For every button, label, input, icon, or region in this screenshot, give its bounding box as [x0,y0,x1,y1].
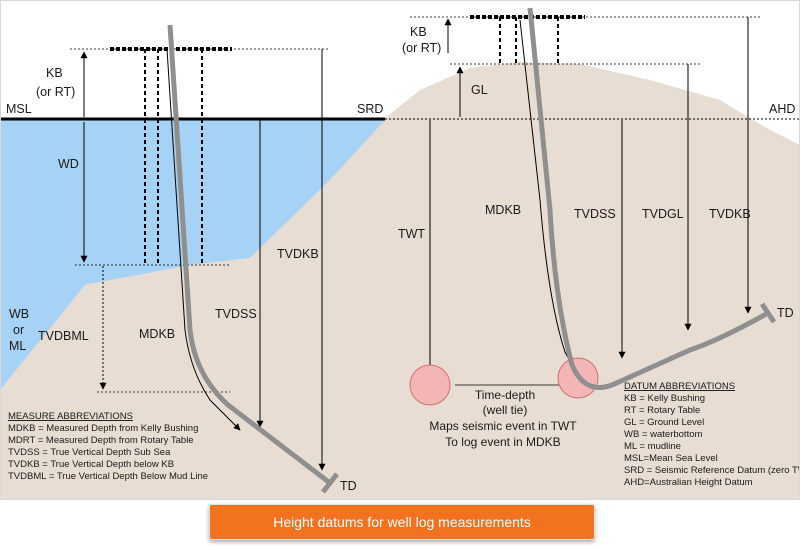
right-arrows [426,17,752,388]
datum-abbr-item: KB = Kelly Bushing [624,393,705,404]
datum-abbr-item: AHD=Australian Height Datum [624,477,753,488]
time-depth-title: Time-depth [475,388,535,402]
ahd-label: AHD [769,102,795,116]
datum-abbreviations-legend: DATUM ABBREVIATIONS KB = Kelly Bushing R… [624,381,800,488]
kb-left-label: KB [46,66,63,80]
measure-abbr-title: MEASURE ABBREVIATIONS [8,411,133,422]
measure-abbr-item: TVDSS = True Vertical Depth Sub Sea [8,447,171,458]
tvdss-right-label: TVDSS [574,207,616,221]
sea-water [0,120,385,390]
time-depth-line-4: To log event in MDKB [445,435,560,449]
measure-abbr-item: TVDKB = True Vertical Depth below KB [8,459,174,470]
left-arrows [80,48,326,471]
ground-area [0,62,800,500]
td-right-label: TD [777,306,794,320]
mdkb-right-label: MDKB [485,203,521,217]
wd-label: WD [58,157,79,171]
right-well-path [527,7,770,390]
datum-abbr-item: MSL=Mean Sea Level [624,453,718,464]
time-depth-line-3: Maps seismic event in TWT [429,419,577,433]
gl-label: GL [471,83,488,97]
datum-abbr-item: GL = Ground Level [624,417,704,428]
datum-abbr-item: SRD = Seismic Reference Datum (zero TWT) [624,465,800,476]
rt-right-label: (or RT) [402,41,441,55]
datum-abbr-item: WB = waterbottom [624,429,702,440]
reference-lines [70,16,760,393]
tvdkb-left-label: TVDKB [277,247,319,261]
well-datum-diagram: KB (or RT) MSL SRD AHD WD WB or ML TVDBM… [0,0,800,500]
tvdgl-label: TVDGL [642,207,684,221]
datum-abbr-title: DATUM ABBREVIATIONS [624,381,735,392]
rt-left-label: (or RT) [36,85,75,99]
measure-abbr-item: MDRT = Measured Depth from Rotary Table [8,435,194,446]
well-tie-label: (well tie) [483,403,528,417]
measure-abbr-item: MDKB = Measured Depth from Kelly Bushing [8,423,198,434]
mdkb-left-label: MDKB [139,327,175,341]
caption-banner: Height datums for well log measurements [209,504,595,540]
left-well-path [167,24,332,485]
twt-tie-circle [409,364,451,406]
tvdbml-label: TVDBML [38,329,89,343]
msl-label: MSL [6,102,32,116]
srd-label: SRD [357,102,383,116]
measure-abbreviations-legend: MEASURE ABBREVIATIONS MDKB = Measured De… [8,411,208,482]
tvdss-left-label: TVDSS [215,307,257,321]
left-td-cap [321,472,339,494]
datum-abbr-item: ML = mudline [624,441,681,452]
right-rig [470,15,585,66]
kb-right-label: KB [410,25,427,39]
td-left-label: TD [340,479,357,493]
measure-abbr-item: TVDBML = True Vertical Depth Below Mud L… [8,471,208,482]
right-td-cap [759,302,777,324]
wb-or-label: or [13,323,24,337]
wb-label: WB [9,307,29,321]
twt-label: TWT [398,227,425,241]
ml-label: ML [9,339,26,353]
tvdkb-right-label: TVDKB [709,207,751,221]
datum-abbr-item: RT = Rotary Table [624,405,700,416]
caption-text: Height datums for well log measurements [273,514,531,530]
